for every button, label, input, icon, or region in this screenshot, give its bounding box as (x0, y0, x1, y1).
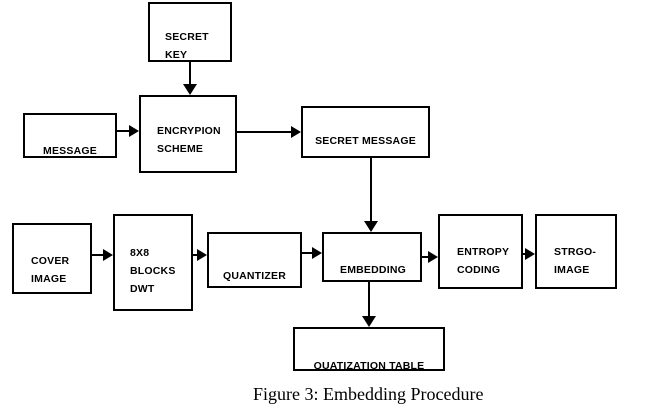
node-encrypion-scheme: ENCRYPION SCHEME (139, 95, 237, 173)
arrow-line (422, 256, 428, 258)
node-quantizer: QUANTIZER (207, 232, 302, 288)
node-message-label: MESSAGE (43, 145, 97, 157)
node-entropy-coding-label: ENTROPY CODING (457, 246, 510, 276)
node-secret-message: SECRET MESSAGE (301, 106, 430, 158)
node-message: MESSAGE (23, 113, 117, 158)
arrow-head-right-icon (197, 249, 207, 261)
node-embedding: EMBEDDING (322, 232, 422, 282)
node-strgo-image-label: STRGO- IMAGE (554, 246, 597, 276)
node-embedding-label: EMBEDDING (340, 264, 406, 276)
arrow-line (193, 254, 197, 256)
arrow-line (92, 254, 103, 256)
node-encrypion-scheme-label: ENCRYPION SCHEME (157, 125, 221, 155)
node-secret-key: SECRET KEY (148, 2, 232, 62)
arrow-head-down-icon (364, 221, 378, 232)
arrow-line (302, 252, 312, 254)
node-quatization-table: QUATIZATION TABLE (293, 327, 445, 372)
arrow-head-right-icon (525, 248, 535, 260)
arrow-line (237, 131, 292, 133)
arrow-line (189, 62, 191, 85)
arrow-line (117, 130, 130, 132)
node-8x8-blocks-dwt: 8X8 BLOCKS DWT (113, 214, 193, 311)
arrow-line (370, 158, 372, 221)
node-secret-key-label: SECRET KEY (165, 31, 209, 61)
arrow-head-right-icon (312, 247, 322, 259)
arrow-line (368, 282, 370, 316)
node-quatization-table-label: QUATIZATION TABLE (313, 360, 425, 372)
node-8x8-blocks-dwt-label: 8X8 BLOCKS DWT (130, 247, 176, 295)
arrow-head-right-icon (103, 249, 113, 261)
arrow-head-down-icon (362, 316, 376, 327)
node-secret-message-label: SECRET MESSAGE (315, 135, 416, 147)
node-quantizer-label: QUANTIZER (222, 270, 287, 282)
arrow-head-right-icon (291, 126, 301, 138)
arrow-head-down-icon (183, 84, 197, 95)
node-cover-image-label: COVER IMAGE (31, 255, 70, 285)
figure-caption: Figure 3: Embedding Procedure (253, 384, 484, 404)
arrow-line (523, 253, 525, 255)
node-entropy-coding: ENTROPY CODING (438, 214, 523, 289)
node-strgo-image: STRGO- IMAGE (535, 214, 617, 289)
node-cover-image: COVER IMAGE (12, 223, 92, 294)
arrow-head-right-icon (129, 125, 139, 137)
arrow-head-right-icon (428, 251, 438, 263)
